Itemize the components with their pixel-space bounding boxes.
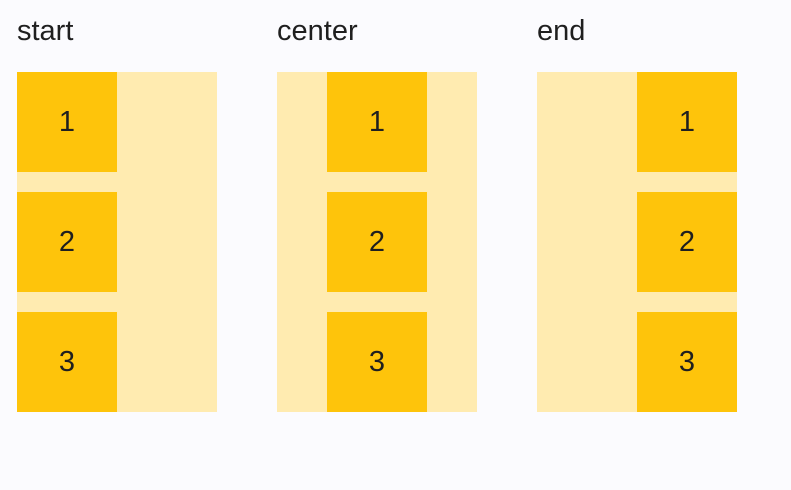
- demo-column-start: start 1 2 3: [17, 14, 217, 412]
- alignment-label: end: [537, 15, 586, 47]
- flex-item: 1: [17, 72, 117, 172]
- flex-item: 3: [327, 312, 427, 412]
- flex-container-end: 1 2 3: [537, 72, 737, 412]
- demo-column-end: end 1 2 3: [537, 14, 737, 412]
- alignment-label: start: [17, 15, 74, 47]
- flex-item: 2: [637, 192, 737, 292]
- flex-item: 3: [17, 312, 117, 412]
- flex-item: 1: [327, 72, 427, 172]
- flex-item: 2: [17, 192, 117, 292]
- flex-item: 3: [637, 312, 737, 412]
- flex-container-center: 1 2 3: [277, 72, 477, 412]
- flex-item: 1: [637, 72, 737, 172]
- alignment-label: center: [277, 15, 358, 47]
- flex-item: 2: [327, 192, 427, 292]
- demo-column-center: center 1 2 3: [277, 14, 477, 412]
- alignment-demos: start 1 2 3 center 1 2 3 end 1 2 3: [17, 14, 737, 412]
- flex-container-start: 1 2 3: [17, 72, 217, 412]
